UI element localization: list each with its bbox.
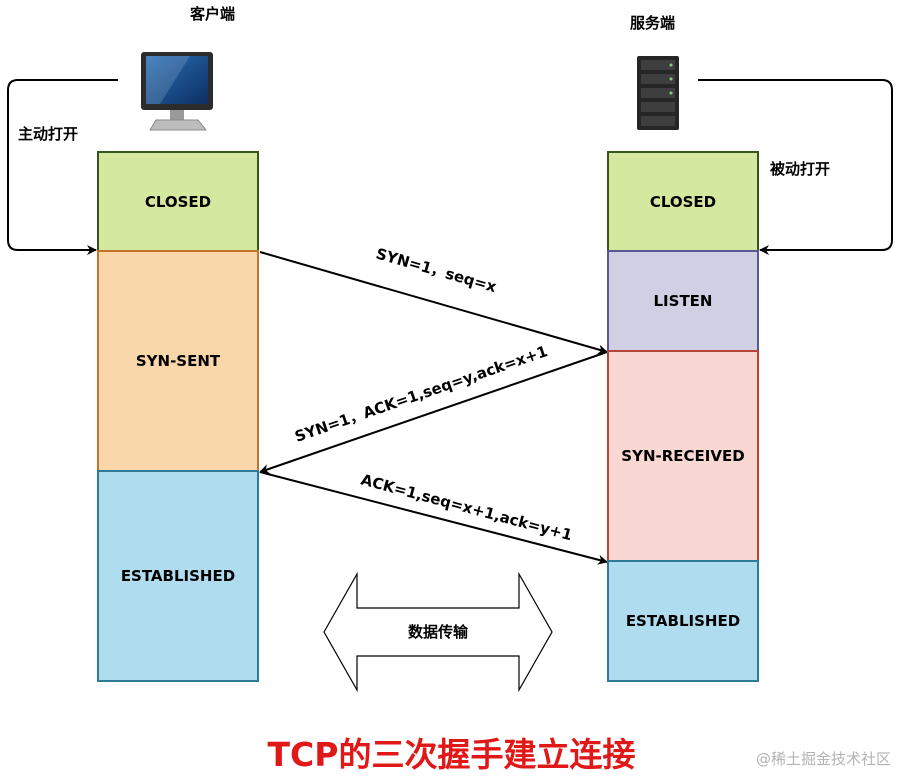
client-state-closed: CLOSED xyxy=(97,151,259,252)
ack-arrow xyxy=(259,471,608,565)
syn-arrow xyxy=(259,251,608,355)
server-rack-icon xyxy=(637,56,679,130)
server-state-listen: LISTEN xyxy=(607,250,759,352)
client-title: 客户端 xyxy=(190,5,236,23)
client-computer-icon xyxy=(141,52,213,131)
data-transfer-label: 数据传输 xyxy=(408,623,469,641)
diagram-caption: TCP的三次握手建立连接 xyxy=(267,735,636,774)
syn-ack-arrow xyxy=(259,351,608,474)
server-state-syn-received: SYN-RECEIVED xyxy=(607,350,759,562)
ack-label: ACK=1,seq=x+1,ack=y+1 xyxy=(359,470,574,544)
watermark: @稀土掘金技术社区 xyxy=(755,750,891,768)
server-state-closed: CLOSED xyxy=(607,151,759,252)
client-state-syn-sent: SYN-SENT xyxy=(97,250,259,472)
syn-label: SYN=1，seq=x xyxy=(374,245,499,297)
server-state-established: ESTABLISHED xyxy=(607,560,759,682)
server-title: 服务端 xyxy=(630,14,676,32)
syn-ack-label: SYN=1，ACK=1,seq=y,ack=x+1 xyxy=(292,342,550,446)
data-transfer-arrow xyxy=(323,571,553,693)
server-open-loop-arrow xyxy=(698,79,893,255)
client-open-loop-arrow xyxy=(7,79,118,255)
client-state-established: ESTABLISHED xyxy=(97,470,259,682)
server-open-label: 被动打开 xyxy=(770,160,831,178)
client-open-label: 主动打开 xyxy=(18,125,79,143)
